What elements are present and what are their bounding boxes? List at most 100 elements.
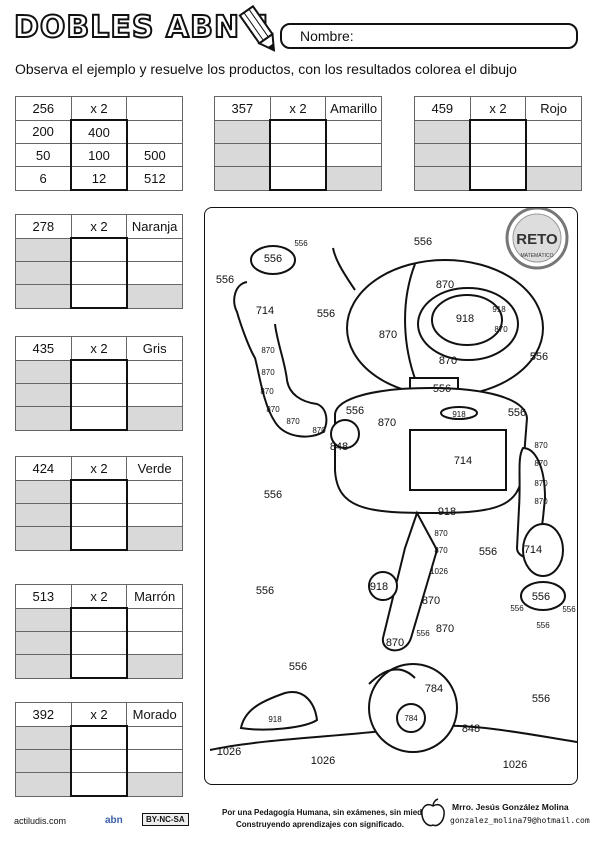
table-cell[interactable] [126, 284, 183, 309]
table-cell[interactable] [126, 479, 183, 504]
site-link[interactable]: actiludis.com [14, 816, 67, 826]
table-cell[interactable] [70, 284, 128, 309]
table-cell[interactable] [15, 359, 72, 384]
region-label: 556 [317, 308, 335, 320]
table-cell[interactable] [414, 119, 471, 144]
table-cell[interactable] [469, 166, 527, 191]
table-cell[interactable] [126, 631, 183, 655]
table-cell[interactable] [70, 237, 128, 262]
table-cell: 100 [70, 143, 128, 167]
region-label: 1026 [503, 759, 527, 771]
table-cell[interactable] [15, 654, 72, 679]
table-operation: x 2 [70, 336, 128, 361]
table-cell[interactable] [15, 406, 72, 431]
table-cell[interactable] [15, 607, 72, 632]
table-number: 424 [15, 456, 72, 481]
robot-drawing: RETO MATEMÁTICO 556 556 556 556 714 870 … [209, 206, 578, 771]
table-cell[interactable] [469, 143, 527, 167]
robot-coloring-area[interactable]: RETO MATEMÁTICO 556 556 556 556 714 870 … [204, 206, 578, 785]
table-cell[interactable] [70, 383, 128, 407]
table-cell[interactable] [70, 359, 128, 384]
region-label: 556 [289, 661, 307, 673]
region-label-small: 870 [434, 529, 448, 538]
table-cell[interactable] [15, 261, 72, 285]
region-label: 1026 [217, 746, 241, 758]
name-field[interactable]: Nombre: [280, 23, 578, 49]
table-cell[interactable] [15, 284, 72, 309]
table-cell[interactable] [70, 631, 128, 655]
author-email[interactable]: gonzalez_molina79@hotmail.com [450, 816, 590, 825]
table-cell[interactable] [126, 654, 183, 679]
table-cell[interactable] [469, 119, 527, 144]
table-number: 435 [15, 336, 72, 361]
table-number: 357 [214, 96, 271, 121]
table-cell[interactable] [15, 631, 72, 655]
table-cell[interactable] [525, 166, 582, 191]
table-cell[interactable] [70, 749, 128, 773]
region-label: 556 [530, 351, 548, 363]
table-cell[interactable] [269, 143, 327, 167]
region-label: 848 [330, 441, 348, 453]
table-cell[interactable] [15, 503, 72, 527]
table-cell[interactable] [126, 261, 183, 285]
table-cell[interactable] [126, 359, 183, 384]
table-cell[interactable] [214, 166, 271, 191]
table-cell[interactable] [70, 261, 128, 285]
table-cell[interactable] [15, 725, 72, 750]
table-cell[interactable] [70, 607, 128, 632]
table-color: Gris [126, 336, 183, 361]
table-cell[interactable] [70, 406, 128, 431]
table-cell[interactable] [269, 166, 327, 191]
table-number: 513 [15, 584, 72, 609]
table-cell[interactable] [70, 503, 128, 527]
table-cell[interactable] [15, 749, 72, 773]
table-cell[interactable] [15, 237, 72, 262]
table-cell[interactable] [126, 607, 183, 632]
table-cell[interactable] [15, 479, 72, 504]
table-cell[interactable] [525, 119, 582, 144]
region-label: 556 [264, 489, 282, 501]
region-label-small: 870 [534, 459, 548, 468]
table-cell[interactable] [414, 143, 471, 167]
table-color: Amarillo [325, 96, 382, 121]
region-label: 556 [216, 274, 234, 286]
table-cell[interactable] [214, 143, 271, 167]
region-label: 556 [414, 236, 432, 248]
abn-logo: abn [105, 815, 123, 826]
region-label-small: 870 [434, 546, 448, 555]
table-cell[interactable] [325, 143, 382, 167]
table-cell[interactable] [126, 526, 183, 551]
table-cell[interactable] [325, 166, 382, 191]
table-357: 357 x 2 Amarillo [214, 96, 382, 191]
region-label-small: 870 [534, 479, 548, 488]
table-cell[interactable] [126, 749, 183, 773]
table-513: 513 x 2 Marrón [15, 584, 183, 679]
footer: actiludis.com abn BY-NC-SA Por una Pedag… [0, 796, 595, 841]
table-392: 392 x 2 Morado [15, 702, 183, 797]
table-cell[interactable] [214, 119, 271, 144]
table-cell[interactable] [325, 119, 382, 144]
table-cell[interactable] [70, 725, 128, 750]
table-cell[interactable] [70, 654, 128, 679]
table-cell[interactable] [525, 143, 582, 167]
table-cell[interactable] [126, 772, 183, 797]
table-cell[interactable] [15, 383, 72, 407]
table-cell[interactable] [126, 383, 183, 407]
table-cell[interactable] [126, 503, 183, 527]
region-label-small: 556 [510, 604, 524, 613]
table-cell[interactable] [269, 119, 327, 144]
region-label: 556 [532, 693, 550, 705]
table-cell[interactable] [15, 772, 72, 797]
table-cell[interactable] [414, 166, 471, 191]
table-cell[interactable] [126, 406, 183, 431]
table-cell[interactable] [126, 725, 183, 750]
instructions: Observa el ejemplo y resuelve los produc… [15, 61, 517, 77]
table-cell[interactable] [70, 772, 128, 797]
table-cell[interactable] [70, 479, 128, 504]
table-cell[interactable] [70, 526, 128, 551]
table-cell[interactable] [126, 237, 183, 262]
table-cell[interactable] [15, 526, 72, 551]
region-label: 556 [532, 591, 550, 603]
table-operation: x 2 [70, 702, 128, 727]
region-label: 870 [422, 595, 440, 607]
